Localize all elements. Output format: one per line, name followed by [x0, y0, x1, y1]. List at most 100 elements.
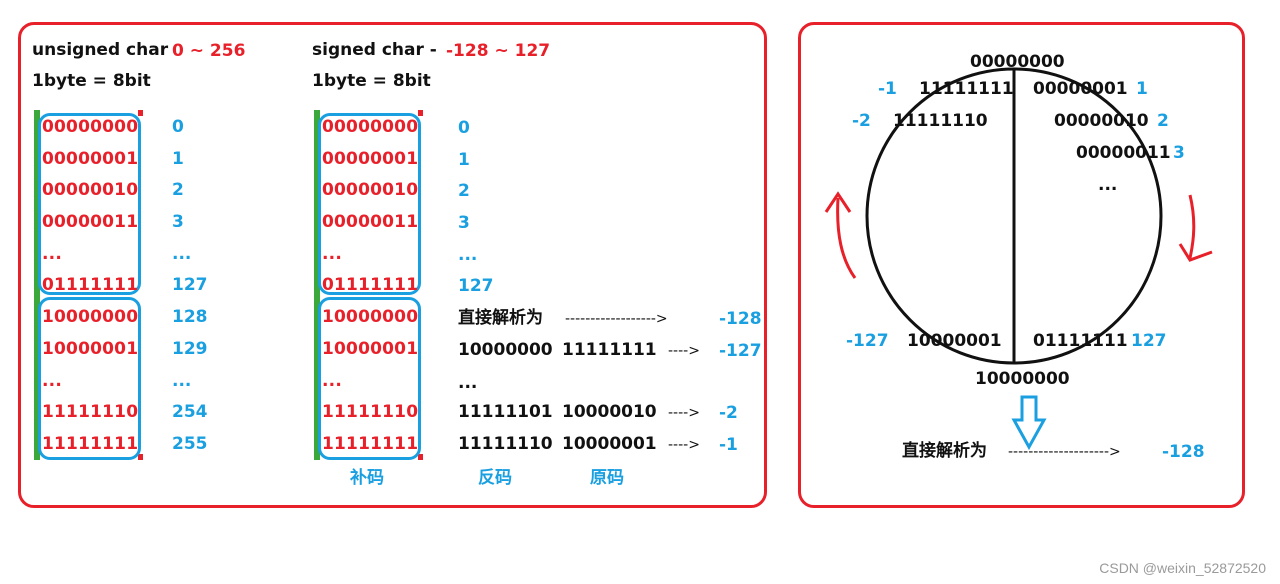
circle-binary: ... — [1098, 175, 1118, 195]
binary-value: ... — [322, 371, 342, 391]
direct-parse-value: -128 — [719, 309, 762, 329]
msb-highlight — [34, 110, 40, 460]
ones-complement-value: ... — [458, 373, 478, 393]
label-yuanma: 原码 — [590, 468, 624, 488]
binary-value: 10000000 — [322, 307, 419, 327]
circle-decimal: -127 — [846, 331, 889, 351]
binary-value: ... — [322, 244, 342, 264]
conversion-arrow: ----> — [668, 405, 700, 421]
circle-binary: 01111111 — [1033, 331, 1128, 351]
binary-value: 00000000 — [322, 117, 419, 137]
negative-group-box — [38, 297, 141, 460]
signed-range: -128 ~ 127 — [446, 41, 551, 61]
binary-value: 10000001 — [42, 339, 139, 359]
sign-magnitude-value: 10000010 — [562, 402, 657, 422]
unsigned-size: 1byte = 8bit — [32, 71, 151, 91]
circle-direct-label: 直接解析为 — [902, 441, 987, 461]
conversion-arrow: ----> — [668, 343, 700, 359]
signed-decimal-value: -127 — [719, 341, 762, 361]
positive-group-box — [38, 113, 141, 295]
binary-value: 00000011 — [322, 212, 419, 232]
circle-binary: 10000001 — [907, 331, 1002, 351]
corner-marker — [418, 110, 423, 116]
direct-parse-label: 直接解析为 — [458, 308, 543, 328]
binary-value: 00000010 — [322, 180, 419, 200]
value-circle — [865, 67, 1163, 365]
positive-group-box — [318, 113, 421, 295]
counterclockwise-arrow — [836, 197, 857, 279]
clockwise-arrow — [1188, 194, 1196, 259]
counterclockwise-arrowhead — [824, 191, 852, 213]
decimal-value: ... — [458, 245, 478, 265]
binary-value: 11111111 — [322, 434, 419, 454]
signed-decimal-value: -2 — [719, 403, 738, 423]
circle-binary: 00000010 — [1054, 111, 1149, 131]
decimal-value: ... — [172, 371, 192, 391]
down-arrow — [1011, 395, 1047, 451]
sign-magnitude-value: 11111111 — [562, 340, 657, 360]
left-panel — [18, 22, 767, 508]
negative-group-box — [318, 297, 421, 460]
ones-complement-value: 10000000 — [458, 340, 553, 360]
decimal-value: 0 — [458, 118, 470, 138]
circle-bottom-binary: 10000000 — [975, 369, 1070, 389]
circle-binary: 11111110 — [893, 111, 988, 131]
decimal-value: 127 — [172, 275, 208, 295]
decimal-value: 1 — [458, 150, 470, 170]
decimal-value: 128 — [172, 307, 208, 327]
unsigned-range: 0 ~ 256 — [172, 41, 246, 61]
binary-value: ... — [42, 371, 62, 391]
circle-decimal: 1 — [1136, 79, 1148, 99]
circle-decimal: 3 — [1173, 143, 1185, 163]
decimal-value: 3 — [458, 213, 470, 233]
signed-size: 1byte = 8bit — [312, 71, 431, 91]
circle-top-binary: 00000000 — [970, 52, 1065, 72]
corner-marker — [138, 110, 143, 116]
circle-decimal: 2 — [1157, 111, 1169, 131]
binary-value: ... — [42, 244, 62, 264]
unsigned-title: unsigned char — [32, 40, 169, 60]
msb-highlight — [314, 110, 320, 460]
label-fanma: 反码 — [478, 468, 512, 488]
circle-decimal: 127 — [1131, 331, 1167, 351]
label-buma: 补码 — [350, 468, 384, 488]
corner-marker — [418, 454, 423, 460]
decimal-value: ... — [172, 244, 192, 264]
watermark: CSDN @weixin_52872520 — [1099, 560, 1266, 576]
decimal-value: 1 — [172, 149, 184, 169]
binary-value: 00000011 — [42, 212, 139, 232]
decimal-value: 127 — [458, 276, 494, 296]
circle-decimal: -2 — [852, 111, 871, 131]
signed-decimal-value: -1 — [719, 435, 738, 455]
binary-value: 10000000 — [42, 307, 139, 327]
decimal-value: 254 — [172, 402, 208, 422]
binary-value: 00000001 — [322, 149, 419, 169]
binary-value: 10000001 — [322, 339, 419, 359]
right-panel — [798, 22, 1245, 508]
ones-complement-value: 11111110 — [458, 434, 553, 454]
binary-value: 00000000 — [42, 117, 139, 137]
binary-value: 00000010 — [42, 180, 139, 200]
circle-direct-value: -128 — [1162, 442, 1205, 462]
circle-decimal: -1 — [878, 79, 897, 99]
decimal-value: 3 — [172, 212, 184, 232]
binary-value: 11111110 — [42, 402, 139, 422]
circle-binary: 11111111 — [919, 79, 1014, 99]
binary-value: 01111111 — [42, 275, 139, 295]
binary-value: 01111111 — [322, 275, 419, 295]
ones-complement-value: 11111101 — [458, 402, 553, 422]
sign-magnitude-value: 10000001 — [562, 434, 657, 454]
circle-binary: 00000011 — [1076, 143, 1171, 163]
circle-binary: 00000001 — [1033, 79, 1128, 99]
decimal-value: 129 — [172, 339, 208, 359]
decimal-value: 2 — [172, 180, 184, 200]
binary-value: 11111110 — [322, 402, 419, 422]
conversion-arrow: ----> — [668, 437, 700, 453]
signed-title: signed char - — [312, 40, 437, 60]
circle-direct-arrow: --------------------> — [1008, 444, 1121, 460]
binary-value: 11111111 — [42, 434, 139, 454]
corner-marker — [138, 454, 143, 460]
direct-parse-arrow: ------------------> — [565, 311, 668, 327]
decimal-value: 2 — [458, 181, 470, 201]
